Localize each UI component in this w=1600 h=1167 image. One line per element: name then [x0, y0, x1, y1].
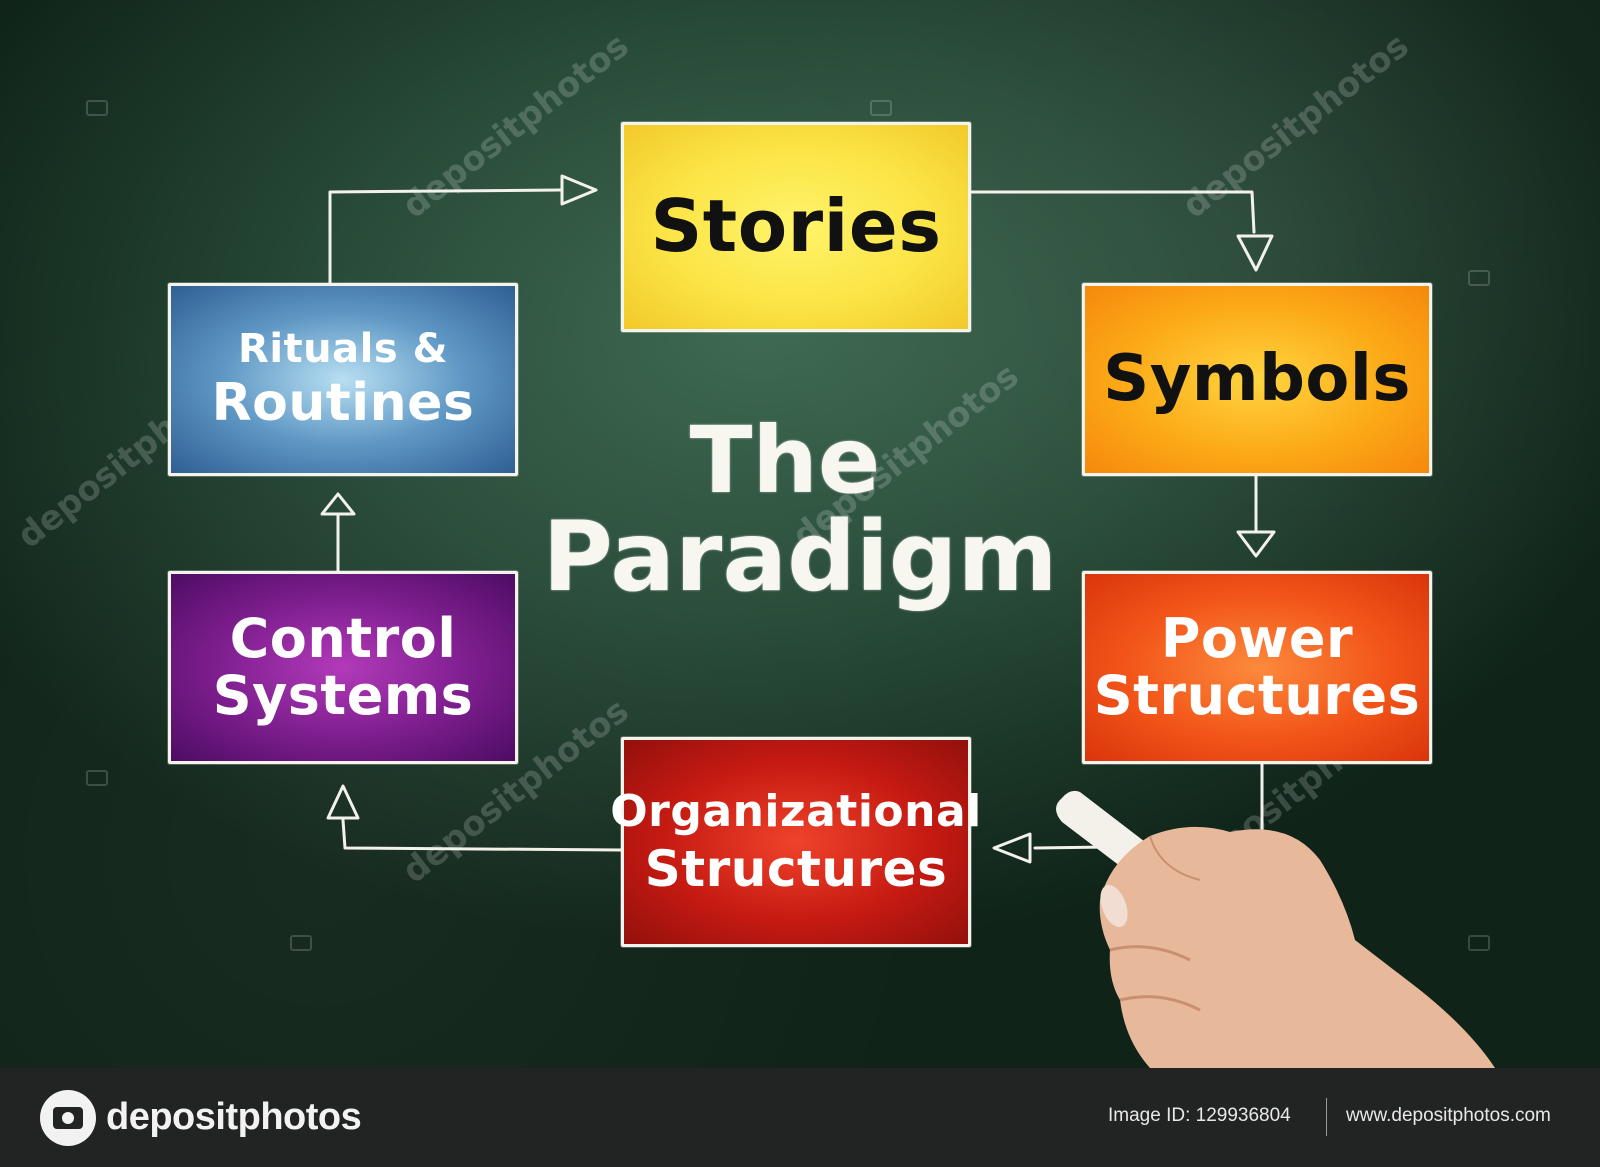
watermark-camera-icon: [1468, 270, 1490, 286]
hand-shape: [1099, 826, 1495, 1068]
node-rituals-routines: Rituals & Routines: [168, 283, 518, 476]
arrowhead-control-to-rituals: [320, 492, 356, 516]
stock-footer-bar: depositphotos Image ID: 129936804 www.de…: [0, 1068, 1600, 1167]
node-stories-label: Stories: [650, 184, 942, 269]
footer-logo-text: depositphotos: [106, 1096, 362, 1138]
node-power-label-line2: Structures: [1093, 663, 1421, 727]
chalkboard-background: depositphotos depositphotos depositphoto…: [0, 0, 1600, 1068]
node-symbols: Symbols: [1082, 283, 1432, 476]
node-symbols-label: Symbols: [1103, 341, 1411, 416]
node-organizational-structures: Organizational Structures: [610, 737, 981, 947]
node-control-label-line1: Control: [229, 606, 457, 670]
arrow-rituals-to-stories: [328, 188, 562, 285]
node-stories: Stories: [621, 122, 971, 332]
arrowhead-stories-to-symbols: [1236, 234, 1274, 272]
hand-holding-chalk-image: [1056, 790, 1495, 1068]
node-rituals-label-line2: Routines: [211, 373, 475, 434]
arrowhead-org-to-control: [326, 784, 360, 820]
arrow-org-to-control: [341, 818, 623, 852]
diagram-title: The Paradigm: [540, 415, 1060, 608]
footer-site-url: www.depositphotos.com: [1346, 1105, 1551, 1126]
footer-image-id: Image ID: 129936804: [1108, 1105, 1291, 1126]
node-org-label-line1: Organizational: [610, 785, 982, 837]
footer-divider: [1326, 1098, 1327, 1136]
node-power-label-line1: Power: [1160, 606, 1354, 670]
watermark-camera-icon: [870, 100, 892, 116]
diagram-title-line1: The: [689, 407, 881, 514]
node-org-label-line2: Structures: [644, 839, 948, 898]
arrowhead-power-to-org: [992, 832, 1032, 864]
arrowhead-symbols-to-power: [1236, 530, 1276, 558]
watermark-camera-icon: [1468, 935, 1490, 951]
watermark-camera-icon: [86, 770, 108, 786]
watermark-camera-icon: [290, 935, 312, 951]
node-control-label-line2: Systems: [212, 663, 474, 727]
arrow-stories-to-symbols: [969, 190, 1256, 234]
node-control-systems: Control Systems: [168, 571, 518, 764]
watermark-camera-icon: [86, 100, 108, 116]
node-rituals-label-line1: Rituals &: [238, 326, 448, 373]
diagram-title-line2: Paradigm: [542, 501, 1058, 613]
arrowhead-rituals-to-stories: [560, 174, 598, 206]
node-power-structures: Power Structures: [1082, 571, 1432, 764]
camera-logo-icon: [40, 1090, 96, 1146]
